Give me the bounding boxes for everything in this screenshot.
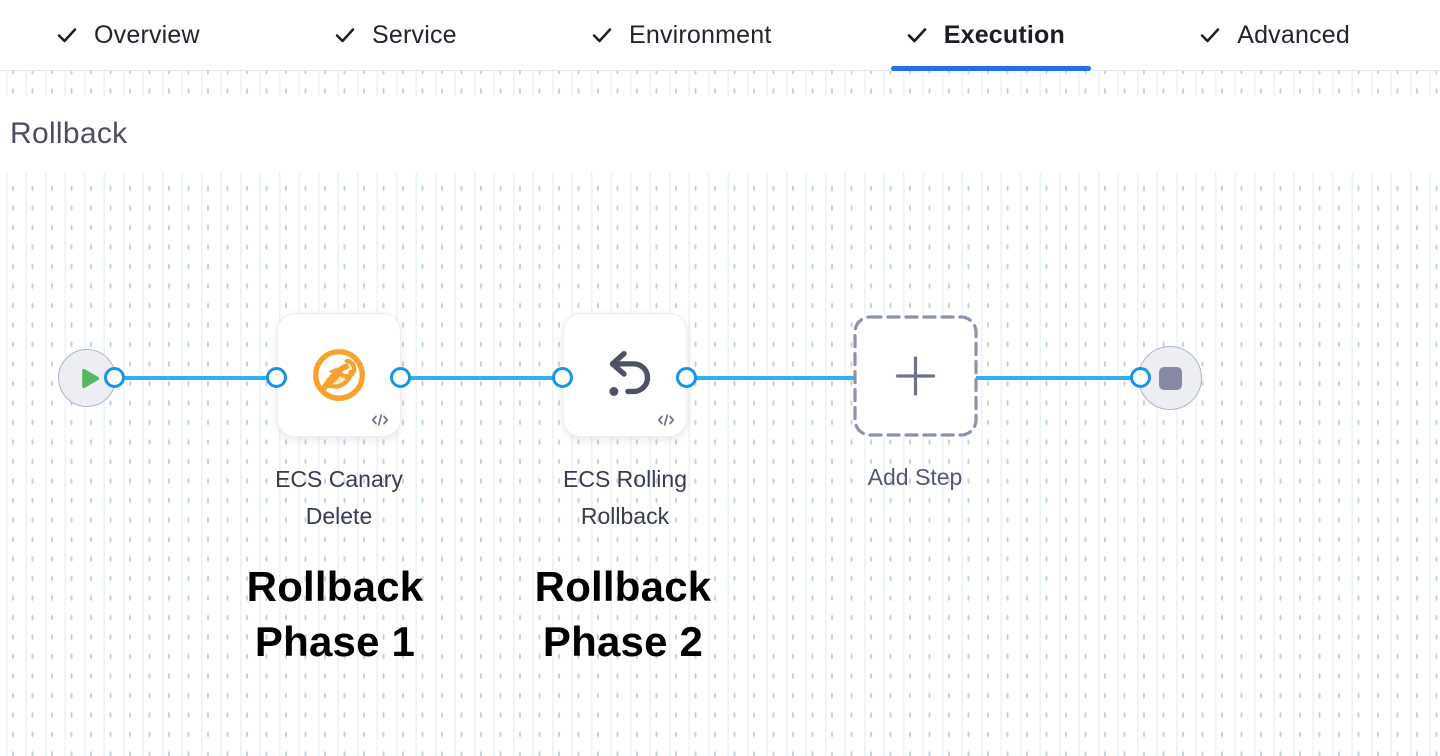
rollback-section-header: Rollback bbox=[0, 96, 1440, 172]
tab-label: Advanced bbox=[1237, 20, 1350, 49]
tab-overview[interactable]: Overview bbox=[55, 0, 200, 70]
tab-label: Service bbox=[372, 20, 457, 49]
check-icon bbox=[907, 28, 927, 43]
stop-icon bbox=[1158, 366, 1182, 390]
code-icon bbox=[371, 414, 389, 426]
tab-execution[interactable]: Execution bbox=[890, 0, 1092, 71]
tab-advanced[interactable]: Advanced bbox=[1198, 0, 1350, 70]
tab-label: Overview bbox=[94, 20, 200, 49]
add-step-button[interactable] bbox=[853, 315, 978, 437]
annotation-rollback-phase-1: Rollback Phase 1 bbox=[246, 563, 424, 665]
code-icon bbox=[657, 414, 675, 426]
start-node[interactable] bbox=[58, 349, 116, 407]
section-title: Rollback bbox=[10, 117, 128, 150]
connector-port[interactable] bbox=[1130, 367, 1151, 388]
add-step-label: Add Step bbox=[867, 464, 963, 490]
tab-label: Execution bbox=[943, 20, 1065, 49]
tab-service[interactable]: Service bbox=[333, 0, 457, 70]
connector-port[interactable] bbox=[552, 367, 573, 388]
rolling-rollback-icon bbox=[609, 351, 651, 396]
check-icon bbox=[592, 28, 612, 43]
step-label: ECS Rolling Rollback bbox=[563, 466, 687, 529]
connector-port[interactable] bbox=[266, 367, 287, 388]
check-icon bbox=[57, 28, 77, 43]
annotation-rollback-phase-2: Rollback Phase 2 bbox=[534, 563, 712, 665]
canary-delete-icon bbox=[313, 349, 365, 401]
connector-port[interactable] bbox=[104, 367, 125, 388]
plus-icon bbox=[895, 356, 936, 396]
add-step-dashed-box bbox=[853, 315, 978, 437]
check-icon bbox=[335, 28, 355, 43]
check-icon bbox=[1200, 28, 1220, 43]
step-label: ECS Canary Delete bbox=[275, 466, 403, 529]
connector-port[interactable] bbox=[676, 367, 697, 388]
execution-canvas[interactable]: Rollback bbox=[0, 71, 1440, 756]
stage-config-tabs: Overview Service Environment Execution A… bbox=[0, 0, 1440, 71]
tab-environment[interactable]: Environment bbox=[590, 0, 772, 70]
step-ecs-canary-delete[interactable] bbox=[277, 313, 401, 437]
tab-label: Environment bbox=[628, 20, 772, 49]
play-icon bbox=[81, 368, 99, 388]
step-ecs-rolling-rollback[interactable] bbox=[563, 313, 687, 437]
connector-port[interactable] bbox=[390, 367, 411, 388]
